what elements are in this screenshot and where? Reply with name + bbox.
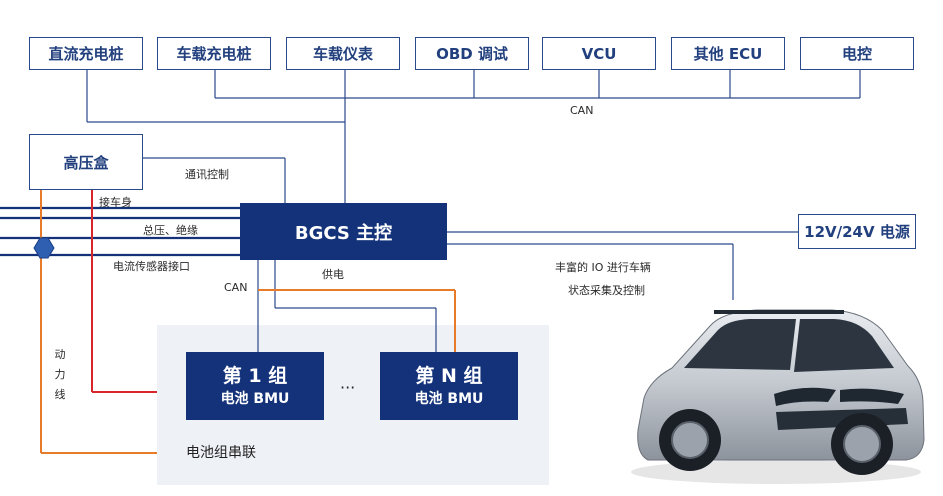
voltage-insulation-label: 总压、绝缘 (143, 224, 198, 237)
power-line-label: 动力线 (54, 348, 66, 401)
other-ecu-box: 其他 ECU (671, 37, 785, 70)
bmu-group-1: 第 1 组 电池 BMU (186, 352, 324, 420)
bmu-group-1-title: 第 1 组 (222, 365, 288, 387)
power-supply-box: 12V/24V 电源 (798, 214, 916, 249)
vcu-box: VCU (542, 37, 656, 70)
bmu-group-n-title: 第 N 组 (415, 365, 483, 387)
bmu-group-n: 第 N 组 电池 BMU (380, 352, 518, 420)
bmu-group-1-subtitle: 电池 BMU (220, 391, 290, 407)
motor-control-box: 电控 (800, 37, 914, 70)
bgcs-main-controller: BGCS 主控 (240, 203, 447, 260)
obd-debug-box: OBD 调试 (415, 37, 529, 70)
battery-series-label: 电池组串联 (186, 445, 256, 461)
hv-box: 高压盒 (29, 134, 143, 190)
comm-control-label: 通讯控制 (185, 168, 229, 181)
can-left-label: CAN (224, 281, 248, 294)
dc-charging-pile-box: 直流充电桩 (29, 37, 143, 70)
bmu-group-n-subtitle: 电池 BMU (414, 391, 484, 407)
supply-label: 供电 (322, 268, 344, 281)
instrument-cluster-box: 车载仪表 (286, 37, 400, 70)
rich-io-label-1: 丰富的 IO 进行车辆 (555, 261, 651, 274)
rich-io-label-2: 状态采集及控制 (568, 284, 645, 297)
body-ground-label: 接车身 (99, 196, 132, 209)
can-bus-label: CAN (570, 104, 594, 117)
onboard-charger-box: 车载充电桩 (157, 37, 271, 70)
current-sensor-label: 电流传感器接口 (113, 260, 190, 273)
suv-car-image (631, 309, 925, 484)
current-sensor-hex-icon (33, 237, 55, 259)
main-controller-label: BGCS 主控 (294, 222, 393, 244)
bmu-ellipsis: ··· (340, 378, 356, 397)
